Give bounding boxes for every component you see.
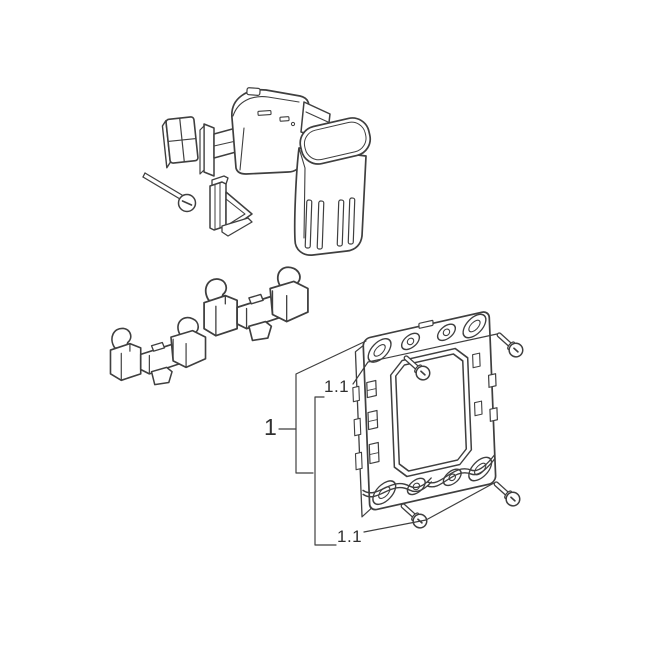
fixing-screw-bottom-right <box>489 476 524 510</box>
container-cup <box>293 117 372 256</box>
callout-label-1: 1 <box>264 414 277 440</box>
callout-leaders <box>278 333 498 546</box>
fixing-screw-top-right <box>492 327 527 361</box>
snap-clip-left <box>109 316 207 386</box>
callout-label-1-1-bottom: 1.1 <box>337 527 363 546</box>
fixing-screw-bottom-inner <box>396 498 431 532</box>
mounting-frame <box>352 311 499 518</box>
callout-label-1-1-top: 1.1 <box>324 377 350 396</box>
actuator-housing-with-arm <box>161 87 331 177</box>
long-screw <box>142 172 197 213</box>
snap-clip-right <box>203 266 309 342</box>
small-corner-bracket <box>209 175 253 237</box>
paddle-plate <box>161 116 199 169</box>
